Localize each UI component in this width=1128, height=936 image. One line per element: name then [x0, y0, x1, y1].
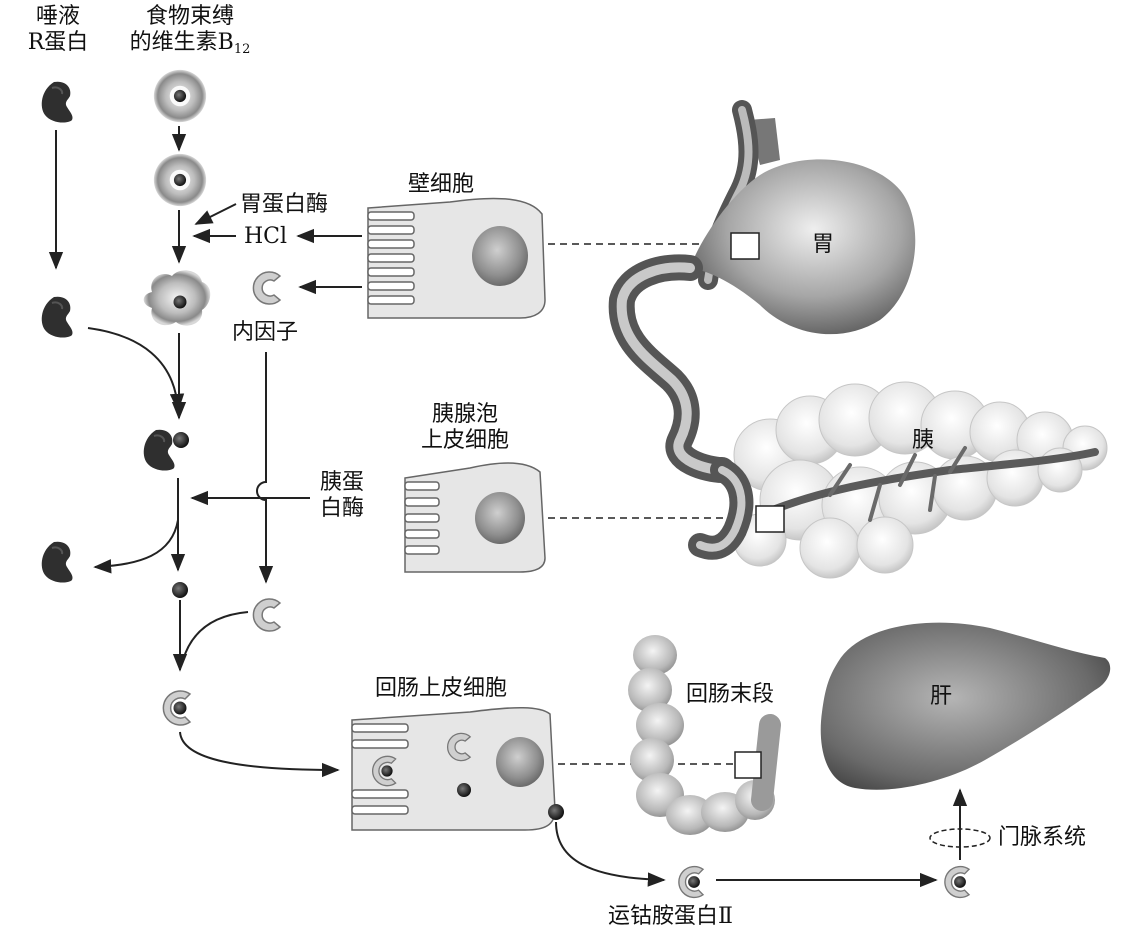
r-protein-icon — [40, 80, 74, 124]
b12-bound-icon — [153, 69, 207, 123]
r-protein-icon — [40, 540, 74, 584]
b12-bound-icon — [153, 153, 207, 207]
stomach-label: 胃 — [812, 232, 835, 257]
hcl-label: HCl — [244, 224, 288, 249]
liver-organ — [820, 622, 1111, 790]
saliva-r-protein-label: 唾液 R蛋白 — [27, 4, 89, 55]
parietal-cell-shape — [367, 197, 546, 319]
intrinsic-factor-icon — [252, 271, 281, 305]
ileal-cell-shape — [351, 707, 564, 831]
r-protein-b12-complex — [142, 428, 189, 472]
pepsin-label: 胃蛋白酶 — [240, 192, 329, 217]
transcobalamin-complex-icon — [678, 865, 704, 899]
transcobalamin-complex-icon — [944, 865, 970, 899]
intrinsic-factor-label: 内因子 — [232, 320, 299, 345]
acinar-cell-label: 胰腺泡 上皮细胞 — [420, 402, 509, 453]
intrinsic-factor-icon — [252, 598, 281, 632]
liver-label: 肝 — [930, 684, 953, 709]
pancreas-label: 胰 — [912, 428, 935, 453]
trypsin-label: 胰蛋 白酶 — [319, 470, 364, 521]
ileal-cell-label: 回肠上皮细胞 — [375, 676, 508, 701]
pancreas-organ — [688, 381, 1108, 579]
terminal-ileum-label: 回肠末段 — [686, 682, 775, 707]
complex-icon — [162, 690, 191, 726]
stomach-organ — [608, 100, 916, 483]
transcobalamin-label: 运钴胺蛋白Ⅱ — [608, 904, 733, 929]
r-protein-icon — [40, 295, 74, 339]
parietal-cell-label: 壁细胞 — [408, 172, 475, 197]
b12-molecule-icon — [172, 582, 188, 598]
freed-b12-icon — [143, 270, 211, 326]
food-bound-b12-label: 食物束缚 的维生素B12 — [129, 4, 251, 57]
portal-system-label: 门脉系统 — [998, 825, 1087, 850]
terminal-ileum-organ — [628, 635, 781, 835]
acinar-cell-shape — [404, 462, 546, 573]
